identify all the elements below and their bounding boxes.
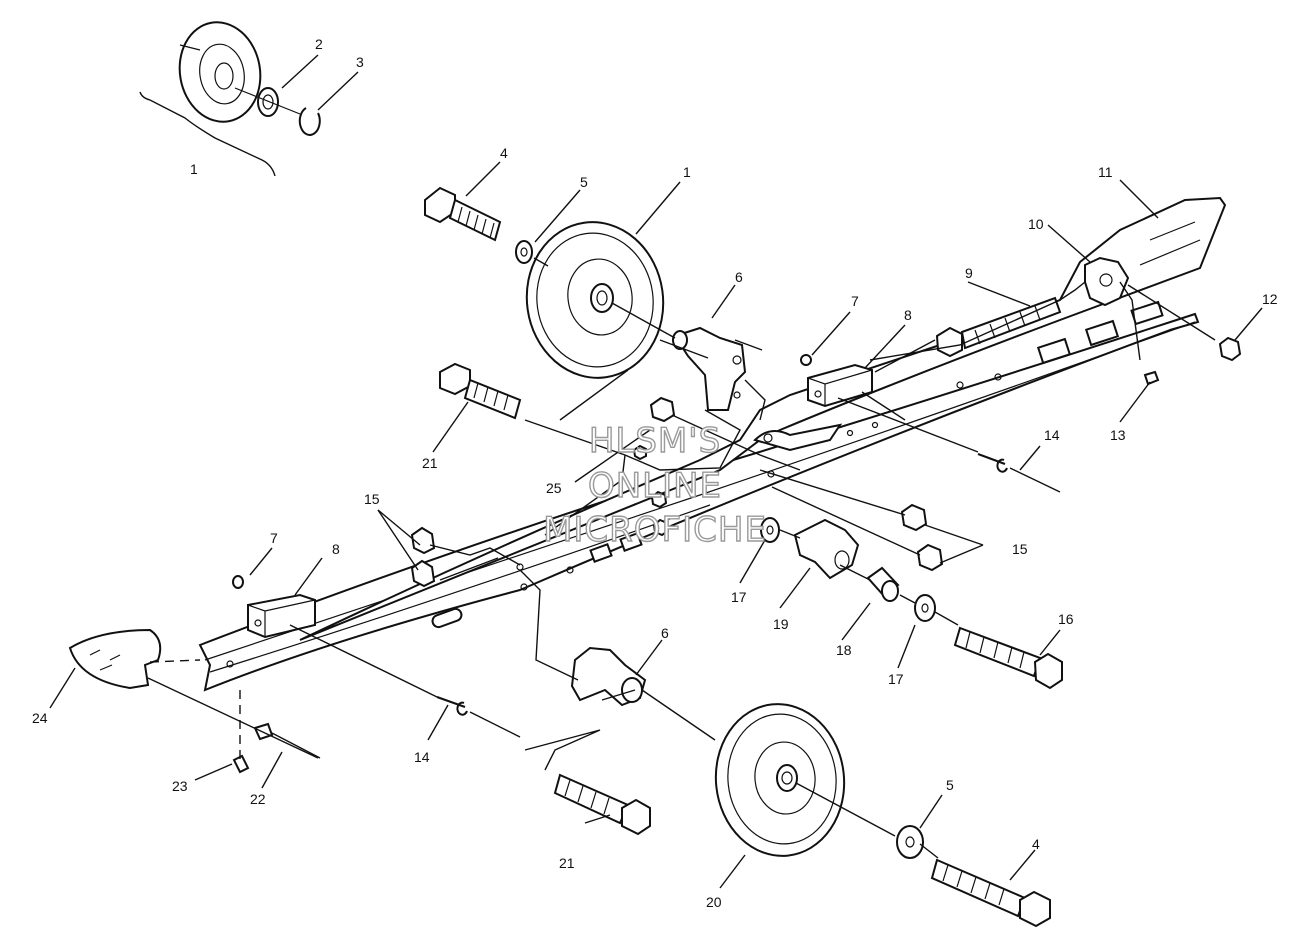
watermark-line-1: HLSM'S <box>589 421 721 461</box>
callout-3: 3 <box>356 54 364 70</box>
bolt-upper-21 <box>439 362 522 420</box>
axle-bracket-lower-6 <box>570 646 647 707</box>
assembly-lines <box>147 257 1216 859</box>
callout-2: 2 <box>315 36 323 52</box>
callout-1-wheel: 1 <box>683 164 691 180</box>
callout-18: 18 <box>836 642 852 658</box>
callout-21-upper: 21 <box>422 455 438 471</box>
callout-14-lower: 14 <box>414 749 430 765</box>
callout-20: 20 <box>706 894 722 910</box>
bolt-16 <box>953 626 1063 690</box>
washer-lower-5 <box>896 825 924 859</box>
callout-5-lower: 5 <box>946 777 954 793</box>
callout-8-right: 8 <box>904 307 912 323</box>
callout-5-upper: 5 <box>580 174 588 190</box>
callout-17-lower: 17 <box>888 671 904 687</box>
callout-4-upper: 4 <box>500 145 508 161</box>
watermark: HLSM'S ONLINE MICROFICHE <box>542 420 767 550</box>
callout-15-right: 15 <box>1012 541 1028 557</box>
callout-25: 25 <box>546 480 562 496</box>
callout-6-upper: 6 <box>735 269 743 285</box>
leader-lines <box>49 54 1263 889</box>
bolt-lower-4 <box>930 858 1051 928</box>
callout-14-right: 14 <box>1044 427 1060 443</box>
nuts-and-small-parts <box>68 256 1242 774</box>
washer-upper-5 <box>515 240 533 264</box>
callout-17-upper: 17 <box>731 589 747 605</box>
slide-rail <box>198 196 1227 692</box>
callout-9: 9 <box>965 265 973 281</box>
callout-16: 16 <box>1058 611 1074 627</box>
callout-6-lower: 6 <box>661 625 669 641</box>
block-left-8 <box>247 593 316 639</box>
callout-7-right: 7 <box>851 293 859 309</box>
callout-15-left: 15 <box>364 491 380 507</box>
callout-labels: 1 2 3 4 5 1 6 7 8 9 10 11 12 13 14 15 16… <box>32 36 1278 910</box>
callout-24: 24 <box>32 710 48 726</box>
callout-8-left: 8 <box>332 541 340 557</box>
idler-wheel-lower <box>714 703 846 857</box>
callout-21-lower: 21 <box>559 855 575 871</box>
block-right-8 <box>807 363 873 408</box>
callout-22: 22 <box>250 791 266 807</box>
callout-7-left: 7 <box>270 530 278 546</box>
callout-13: 13 <box>1110 427 1126 443</box>
axle-bracket-upper-6 <box>672 326 747 411</box>
callout-19: 19 <box>773 616 789 632</box>
idler-wheel-upper <box>525 221 665 379</box>
callout-12: 12 <box>1262 291 1278 307</box>
callout-10: 10 <box>1028 216 1044 232</box>
idler-wheel-assembly-detail <box>139 21 321 177</box>
callout-23: 23 <box>172 778 188 794</box>
watermark-line-2: ONLINE <box>588 466 722 506</box>
callout-4-lower: 4 <box>1032 836 1040 852</box>
watermark-line-3: MICROFICHE <box>543 510 767 550</box>
bolt-upper-4 <box>424 186 502 242</box>
bolt-lower-21 <box>553 773 651 836</box>
callout-1-detail: 1 <box>190 161 198 177</box>
callout-11: 11 <box>1098 164 1113 180</box>
